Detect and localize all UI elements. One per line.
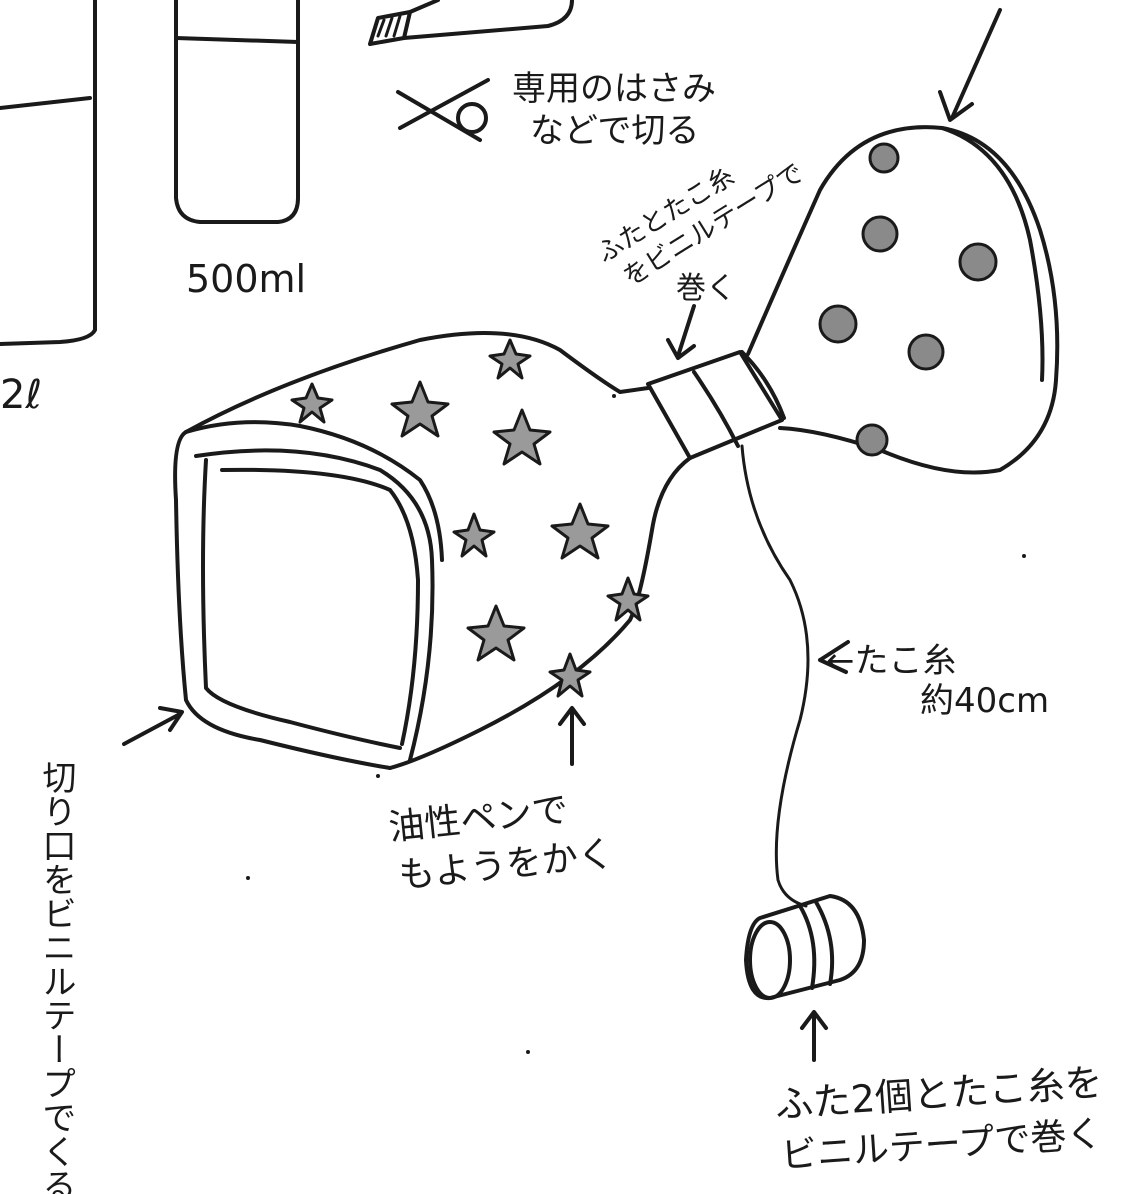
star-2 bbox=[492, 408, 552, 466]
paper-specks bbox=[246, 394, 1026, 1054]
neck-tape bbox=[646, 350, 786, 460]
bottle-500ml bbox=[174, 0, 300, 224]
bottle-body bbox=[173, 330, 692, 770]
star-5 bbox=[466, 604, 526, 662]
arrow-cut-edge bbox=[122, 706, 184, 746]
arrow-top-right bbox=[938, 8, 1002, 122]
scissors-crossed-icon bbox=[396, 78, 490, 142]
dot-6 bbox=[855, 423, 889, 457]
caps-weight bbox=[744, 894, 866, 1001]
dot-3 bbox=[958, 242, 998, 282]
label-cut-tool: 専用のはさみ bbox=[512, 69, 716, 109]
label-cut-edge-vertical: 切り口をビニルテープでくるむ bbox=[36, 760, 76, 1194]
label-cut-tool-2: などで切る bbox=[530, 111, 699, 151]
dot-1 bbox=[868, 142, 900, 174]
label-2l: 2ℓ bbox=[0, 372, 42, 418]
star-6 bbox=[606, 576, 650, 622]
arrow-caps bbox=[800, 1010, 828, 1062]
label-string-length: 約40cm bbox=[920, 681, 1049, 721]
arrow-pen bbox=[558, 706, 586, 766]
label-cap-tape-3: 巻く bbox=[676, 271, 736, 306]
star-9 bbox=[488, 338, 532, 380]
cutter-icon bbox=[368, 0, 574, 46]
bottle-2l bbox=[0, 0, 97, 346]
cup-bottle-top bbox=[746, 125, 1060, 475]
dot-5 bbox=[907, 333, 945, 371]
star-7 bbox=[548, 652, 592, 698]
string bbox=[740, 444, 810, 908]
star-8 bbox=[290, 382, 334, 424]
label-500ml: 500ml bbox=[186, 257, 306, 301]
dot-4 bbox=[818, 304, 858, 344]
star-3 bbox=[550, 502, 610, 560]
star-4 bbox=[452, 512, 496, 558]
star-1 bbox=[390, 380, 450, 438]
label-string: ←たこ糸 bbox=[826, 641, 957, 681]
arrow-string bbox=[818, 640, 850, 674]
arrow-cap-tape bbox=[666, 304, 696, 360]
dot-2 bbox=[861, 215, 899, 253]
